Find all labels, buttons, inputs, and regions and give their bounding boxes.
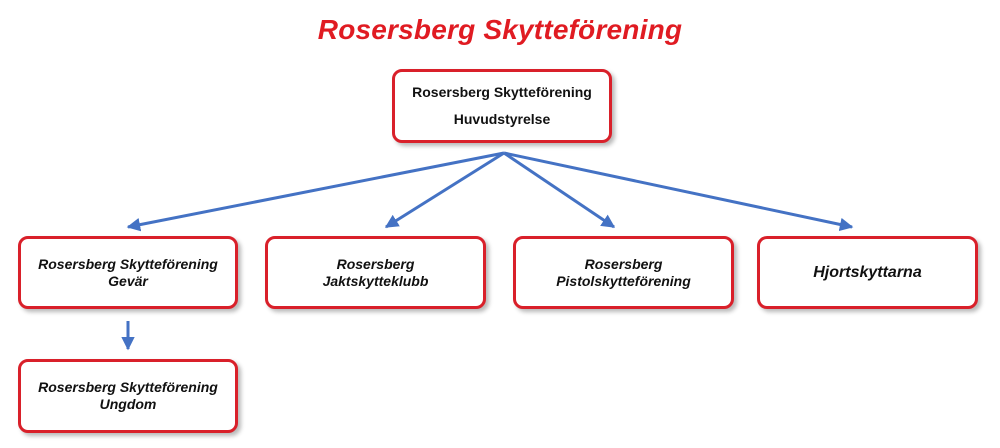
node-ungdom: Rosersberg Skytteförening Ungdom — [18, 359, 238, 433]
node-pistolskytteforening-line1: Rosersberg — [584, 255, 663, 272]
node-jaktskytteklubb-line1: Rosersberg — [336, 255, 415, 272]
node-gevar: Rosersberg Skytteförening Gevär — [18, 236, 238, 309]
node-ungdom-line2: Ungdom — [99, 396, 157, 412]
node-huvudstyrelse-line1: Rosersberg Skytteförening — [412, 84, 592, 100]
node-gevar-line1: Rosersberg Skytteförening — [38, 255, 218, 272]
node-jaktskytteklubb-line2: Jaktskytteklubb — [322, 272, 429, 289]
node-hjortskyttarna: Hjortskyttarna — [757, 236, 978, 309]
arrow-to-gevar — [126, 151, 505, 232]
arrow-to-pistolskytteforening — [503, 151, 616, 229]
node-ungdom-line1: Rosersberg Skytteförening — [38, 379, 218, 395]
arrow-to-hjortskyttarna — [503, 151, 854, 232]
node-hjortskyttarna-line1: Hjortskyttarna — [813, 264, 922, 281]
node-jaktskytteklubb: Rosersberg Jaktskytteklubb — [265, 236, 486, 309]
node-gevar-line2: Gevär — [108, 272, 148, 289]
diagram-title: Rosersberg Skytteförening — [317, 14, 683, 45]
node-huvudstyrelse: Rosersberg Skytteförening Huvudstyrelse — [392, 69, 612, 143]
node-huvudstyrelse-line2: Huvudstyrelse — [453, 111, 551, 127]
node-pistolskytteforening-line2: Pistolskytteförening — [556, 272, 691, 289]
node-pistolskytteforening: Rosersberg Pistolskytteförening — [513, 236, 734, 309]
arrow-to-jaktskytteklubb — [384, 151, 505, 229]
